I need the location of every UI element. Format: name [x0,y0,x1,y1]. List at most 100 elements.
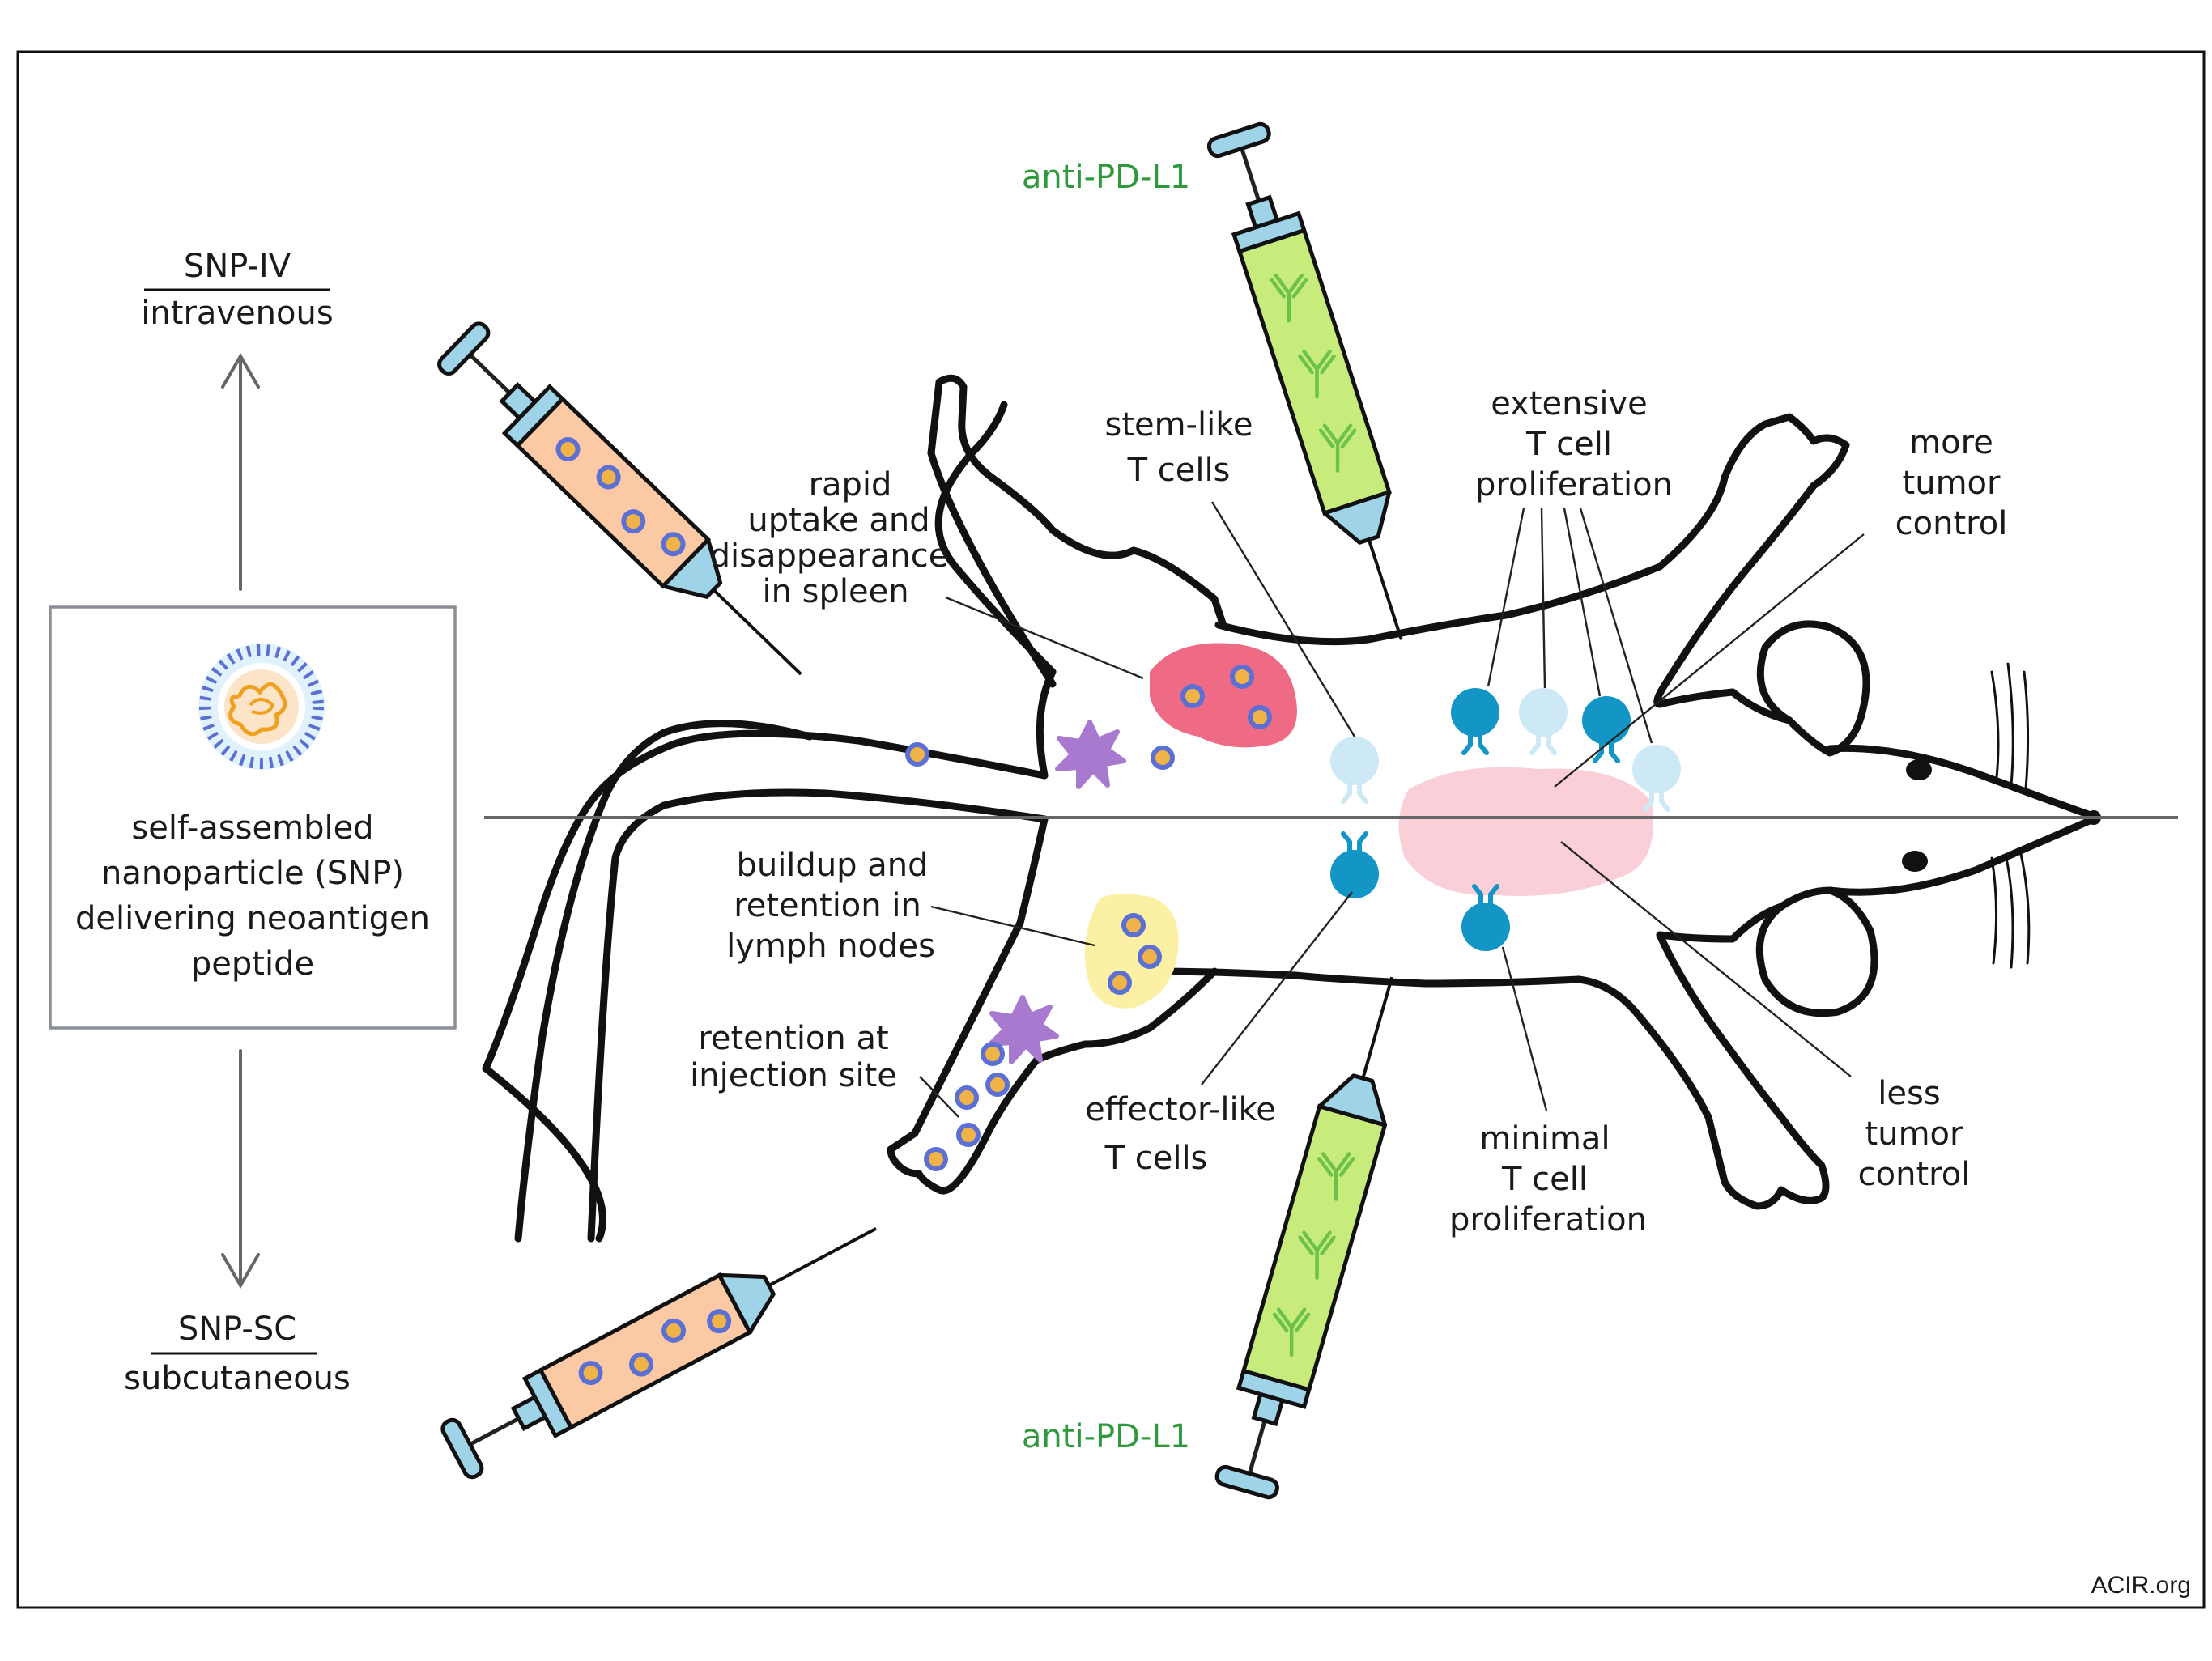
t-cell-light [1330,737,1379,801]
snp-iv-subtitle: intravenous [141,295,333,332]
mouse-lower-foreleg [1575,931,1830,1210]
label-lymph-line: lymph nodes [726,928,935,965]
label-spleen-line: rapid [809,466,892,503]
spleen [1150,643,1297,748]
leader-minimal [1501,946,1548,1111]
mouse-upper-body-edge [1214,563,1664,646]
syringe-anti-pdl1-bottom [1212,968,1425,1501]
lymph-particle [1108,971,1132,995]
leader-spleen [945,596,1144,680]
label-anti-pdl1-bottom: anti-PD-L1 [1022,1418,1190,1455]
label-spleen: rapid uptake and disappearance in spleen [710,466,949,610]
label-lymph-line: retention in [734,887,921,924]
label-effector-line: T cells [1104,1140,1208,1177]
label-extensive-line: T cell [1525,426,1612,463]
spleen-particle [1230,665,1254,689]
injection-particle [956,1123,981,1147]
syringe-anti-pdl1-top [1204,121,1434,651]
label-lymph: buildup and retention in lymph nodes [726,847,935,965]
injection-site-particles [924,1042,1010,1171]
leader-less-control [1560,841,1852,1077]
figure-frame [16,50,2206,1609]
label-effector-line: effector-like [1085,1091,1276,1128]
mouse-ear-lower [1755,886,1878,1017]
label-extensive-line: proliferation [1475,466,1673,503]
leader-more-control [1554,533,1865,788]
label-less-control-line: control [1858,1156,1971,1193]
mouse-tail [514,720,814,1243]
label-stem-line: T cells [1127,452,1231,489]
label-stem: stem-like T cells [1104,406,1253,489]
injection-particle [985,1073,1010,1097]
label-extensive-line: extensive [1491,385,1647,423]
t-cell-dark [1582,696,1631,761]
spleen-particle [1180,684,1205,708]
leader-extensive-2 [1540,508,1546,689]
mouse-lower-hindleg [887,967,1219,1195]
label-more-control-line: control [1895,505,2008,542]
mouse-tail-lower-upper [587,788,1049,1243]
label-less-control-line: tumor [1865,1115,1963,1153]
t-cell-light [1519,688,1568,753]
syringe-snp-sc [439,1200,891,1481]
tumor [1398,767,1653,896]
leader-extensive-3 [1563,508,1602,697]
snp-iv-title: SNP-IV [184,248,291,285]
label-spleen-line: uptake and [747,502,929,539]
snp-sc-title: SNP-SC [178,1311,296,1348]
mouse-snout [1826,744,2101,896]
lymph-node [1084,894,1179,1009]
mouse-upper-foreleg [1653,413,1850,708]
label-spleen-line: in spleen [762,573,908,610]
leader-stem [1210,501,1356,737]
injection-particle [924,1147,948,1171]
nanoparticle-icon [198,644,325,770]
spleen-particle [1248,705,1272,729]
leader-extensive-1 [1487,508,1525,687]
label-minimal-line: minimal [1479,1120,1610,1158]
label-minimal-line: proliferation [1449,1201,1647,1238]
t-cell-dark [1461,886,1510,951]
label-more-control: more tumor control [1895,424,2008,542]
label-anti-pdl1-top: anti-PD-L1 [1022,159,1190,196]
t-cell-dark [1330,834,1379,898]
label-stem-line: stem-like [1104,406,1253,444]
arrow-up-head [221,353,260,389]
label-spleen-line: disappearance [710,537,949,575]
label-minimal-line: T cell [1501,1161,1588,1198]
mouse-back-upper [934,401,1057,780]
label-lymph-line: buildup and [736,847,928,884]
t-cell-dark [1451,688,1499,753]
arrow-down-head [221,1253,260,1289]
mouse-tail-upper [482,729,1049,1243]
leader-effector [1201,891,1353,1085]
leader-lines [919,501,1865,1118]
injection-particle [955,1085,979,1110]
label-minimal: minimal T cell proliferation [1449,1120,1647,1238]
left-panel: SNP-IV intravenous self-assembled nanopa… [49,248,457,1397]
credit-acir: ACIR.org [2091,1572,2191,1599]
label-less-control: less tumor control [1858,1075,1971,1193]
lymph-particle [1138,945,1162,969]
snp-sc-subtitle: subcutaneous [124,1360,351,1397]
label-more-control-line: tumor [1903,465,2001,502]
mouse-left-hindleg-upper [927,374,1227,688]
label-injection: retention at injection site [690,1020,897,1094]
tail-particle [905,742,929,767]
label-more-control-line: more [1909,424,1993,461]
label-effector: effector-like T cells [1085,1091,1276,1177]
mouse-eye-upper [1906,759,1932,780]
box-text-line-4: peptide [191,945,314,983]
mouse-whiskers [1990,662,2031,969]
mouse-ear-upper [1756,620,1870,757]
mouse-back-lower [887,815,1049,1153]
mouse-eye-lower [1902,851,1928,872]
label-injection-line: injection site [690,1057,897,1094]
mouse-outline [482,374,2101,1243]
box-text-line-3: delivering neoantigen [75,900,430,937]
mouse-upper-neck [1656,688,1793,724]
leader-lymph [930,905,1095,947]
leader-injection [919,1076,959,1118]
